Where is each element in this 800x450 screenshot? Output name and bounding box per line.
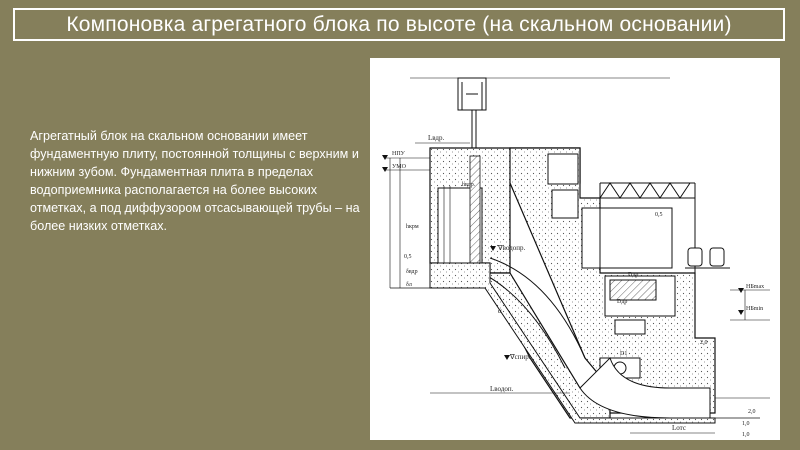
label-h-kpm: hкрм bbox=[406, 224, 419, 230]
label-05-right: 0,5 bbox=[655, 212, 663, 218]
gate-slot bbox=[469, 155, 481, 269]
label-spir: ∇спир. bbox=[509, 353, 531, 361]
title-frame: Компоновка агрегатного блока по высоте (… bbox=[13, 8, 785, 41]
label-ng-max: НБmax bbox=[746, 284, 764, 290]
transformer bbox=[685, 247, 730, 269]
label-l-vdp: Lвдр. bbox=[428, 134, 444, 142]
label-umo: УМО bbox=[392, 164, 407, 170]
ground-line bbox=[390, 287, 760, 419]
label-d-dp-2: Dдр bbox=[617, 299, 627, 305]
label-l-vodopr: Lводоп. bbox=[490, 385, 514, 393]
label-npu: НПУ bbox=[392, 151, 406, 157]
slide-title: Компоновка агрегатного блока по высоте (… bbox=[66, 12, 732, 36]
gate-hoist bbox=[457, 77, 487, 158]
slide-body-text: Агрегатный блок на скальном основании им… bbox=[30, 129, 360, 233]
label-ng-min: НБmin bbox=[746, 306, 763, 312]
label-20-mid: 2,0 bbox=[700, 340, 708, 346]
label-delta-vdp: δвдр bbox=[406, 269, 418, 275]
water-level-markers bbox=[382, 155, 744, 360]
foundation-plate bbox=[429, 262, 716, 424]
label-alpha: α bbox=[498, 307, 502, 315]
penstock bbox=[481, 257, 586, 369]
label-delta-l: δл bbox=[406, 282, 412, 288]
label-05-left: 0,5 bbox=[404, 254, 412, 260]
technical-drawing-panel: Lвдр. НПУ УМО hвдр. hкрм 0,5 δвдр δл ∇во… bbox=[370, 58, 780, 440]
label-d-dp-1: Dдр bbox=[628, 272, 638, 278]
trash-rack bbox=[443, 186, 451, 263]
label-vodopr: ∇водопр. bbox=[497, 244, 526, 252]
label-20-bot: 2,0 bbox=[748, 409, 756, 415]
dimension-lines bbox=[385, 142, 770, 434]
label-d1: D1 bbox=[620, 351, 627, 357]
label-l-otc: Lотс bbox=[672, 424, 686, 432]
hydro-unit-cross-section-drawing: Lвдр. НПУ УМО hвдр. hкрм 0,5 δвдр δл ∇во… bbox=[382, 77, 770, 438]
label-10: 1,0 bbox=[742, 421, 750, 427]
label-h-vdp: hвдр. bbox=[462, 182, 476, 188]
label-10-bot: 1,0 bbox=[742, 432, 750, 438]
